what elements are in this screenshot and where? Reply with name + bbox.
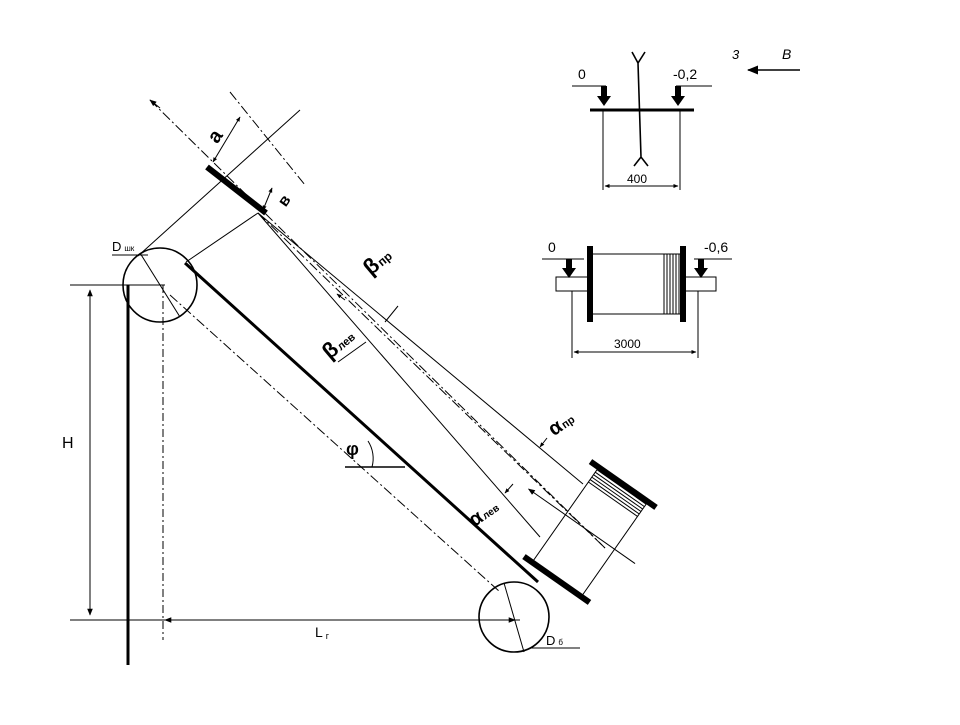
- tangent-line-left: [137, 109, 301, 257]
- beta-pr-arrow: [336, 293, 346, 301]
- inset-drum-view: 0 -0,6 3000: [542, 239, 732, 358]
- inset-drum-left-bearing: [555, 276, 589, 292]
- inset-top-rope-symbol: [631, 51, 649, 167]
- inset-top-right-mark: -0,2: [673, 66, 697, 82]
- inset-drum-right-bearing: [683, 276, 717, 292]
- inset-top-left-mark: 0: [578, 66, 586, 82]
- inset-top-view: 0 -0,2 400 3 В: [572, 46, 800, 190]
- beta-pr-label: βпр: [358, 242, 396, 280]
- inset-top-right-load-arrow: [671, 86, 685, 106]
- sheave-platform-bar: [205, 164, 268, 216]
- b-label: в: [275, 192, 295, 210]
- drum-windings: [588, 469, 647, 517]
- phi-arc: [367, 440, 374, 468]
- a-dimension: a: [203, 91, 306, 186]
- inset-drum-right-mark: -0,6: [704, 239, 728, 255]
- h-dimension: H: [62, 289, 93, 616]
- inset-drum-windings: [663, 254, 680, 314]
- view-letter-label: В: [782, 46, 791, 62]
- beta-pr-angle: βпр: [336, 242, 399, 323]
- rope-axis-lower: [169, 294, 501, 593]
- phi-label: φ: [346, 439, 359, 459]
- fleet-line-2: [257, 212, 584, 485]
- drum-sheave-circle: [478, 581, 550, 653]
- inset-drum-dimension-label: 3000: [614, 337, 641, 351]
- beta-lev-leader: [337, 341, 367, 363]
- inset-drum-left-load-arrow: [562, 259, 576, 278]
- alpha-pr-angle: αпр: [539, 407, 579, 448]
- alpha-pr-label: αпр: [544, 407, 579, 440]
- inset-top-dimension-label: 400: [627, 172, 647, 186]
- main-rope: [183, 261, 540, 584]
- drum-axis-arrow: [527, 488, 636, 564]
- a-dimension-line: [212, 116, 241, 163]
- beta-pr-mark: [384, 305, 399, 323]
- fleet-line-3: [257, 212, 606, 549]
- b-dimension: в: [262, 187, 295, 211]
- drum-sheave-diameter: [503, 582, 525, 653]
- b-dimension-line: [262, 187, 273, 211]
- drum-flange-left: [522, 554, 592, 605]
- view-number-label: 3: [732, 47, 740, 62]
- tangent-line-right: [185, 212, 259, 263]
- inset-top-left-load-arrow: [597, 86, 611, 106]
- alpha-lev-label: αлев: [465, 495, 503, 531]
- fleet-line-1: [257, 212, 541, 538]
- head-sheave-circle: [122, 247, 198, 323]
- drum-flange-right: [588, 459, 658, 510]
- alpha-pr-arrow: [539, 437, 548, 448]
- inset-drum-body: [589, 253, 684, 315]
- inset-drum-left-mark: 0: [548, 239, 556, 255]
- phi-angle: φ: [345, 439, 405, 468]
- shaft-structure: [70, 284, 520, 665]
- central-axis-arrow: [149, 99, 161, 109]
- central-axis: [149, 99, 606, 549]
- head-sheave-diameter: [139, 252, 181, 318]
- h-label: H: [62, 435, 74, 452]
- rope-system: [137, 99, 606, 593]
- winding-drum: [522, 459, 658, 605]
- alpha-lev-angle: αлев: [465, 483, 514, 531]
- alpha-lev-arrow: [504, 483, 514, 494]
- a-extension-line: [229, 91, 306, 186]
- inset-drum-right-load-arrow: [694, 259, 708, 278]
- beta-lev-label: βлев: [317, 323, 359, 364]
